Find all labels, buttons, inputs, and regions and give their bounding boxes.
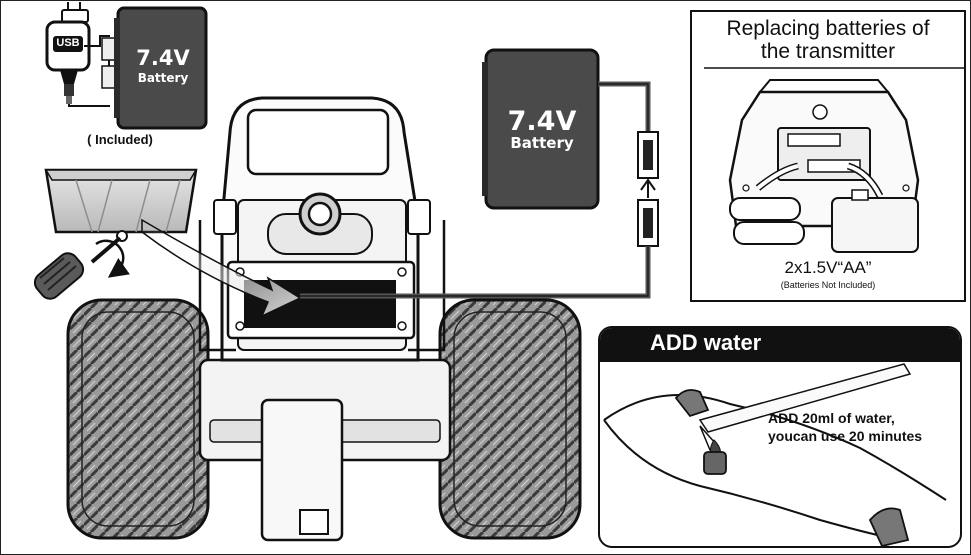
water-instruction-line1: ADD 20ml of water,	[768, 410, 895, 426]
battery-connector	[300, 81, 659, 299]
main-battery-pack	[482, 48, 600, 210]
aa-battery-spec: 2x1.5V“AA”	[784, 258, 872, 277]
transmitter-title-line2: the transmitter	[760, 40, 896, 63]
aa-battery-note: (Batteries Not Included)	[780, 280, 876, 290]
usb-charger	[45, 2, 117, 107]
rc-truck	[66, 96, 582, 542]
water-instruction-line2: youcan use 20 minutes	[768, 428, 923, 444]
battery-cover	[44, 168, 198, 234]
small-battery-word: Battery	[137, 71, 189, 85]
small-battery-voltage: 7.4V	[136, 46, 190, 70]
screwdriver	[33, 230, 130, 300]
small-battery-pack	[114, 6, 208, 130]
usb-plug-label: USB	[56, 37, 80, 49]
transmitter-illustration	[704, 67, 964, 253]
water-panel	[598, 326, 962, 548]
included-note: ( Included)	[87, 132, 153, 147]
insert-arrow	[141, 218, 302, 318]
main-battery-voltage: 7.4V	[507, 106, 577, 137]
water-panel-header	[600, 328, 960, 362]
main-battery-word: Battery	[510, 134, 574, 152]
transmitter-panel	[690, 10, 966, 302]
transmitter-title-line1: Replacing batteries of	[726, 17, 930, 40]
water-panel-title: ADD water	[650, 330, 762, 355]
water-illustration	[603, 363, 947, 548]
